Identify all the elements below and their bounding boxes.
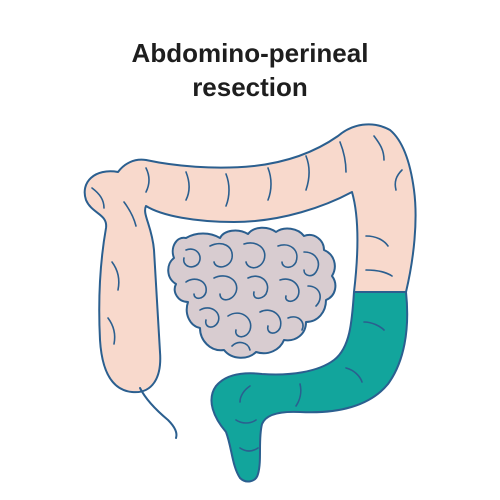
title-line-2: resection: [192, 72, 308, 102]
resected-section-folds: [235, 321, 385, 452]
resected-section: [210, 291, 409, 483]
diagram-title: Abdomino-perineal resection: [0, 36, 500, 104]
small-intestine-coils: [182, 242, 321, 351]
small-intestine: [167, 226, 337, 359]
title-line-1: Abdomino-perineal: [131, 38, 369, 68]
colon-folds: [91, 135, 403, 345]
colon-body: [83, 123, 417, 394]
appendix: [139, 387, 178, 439]
